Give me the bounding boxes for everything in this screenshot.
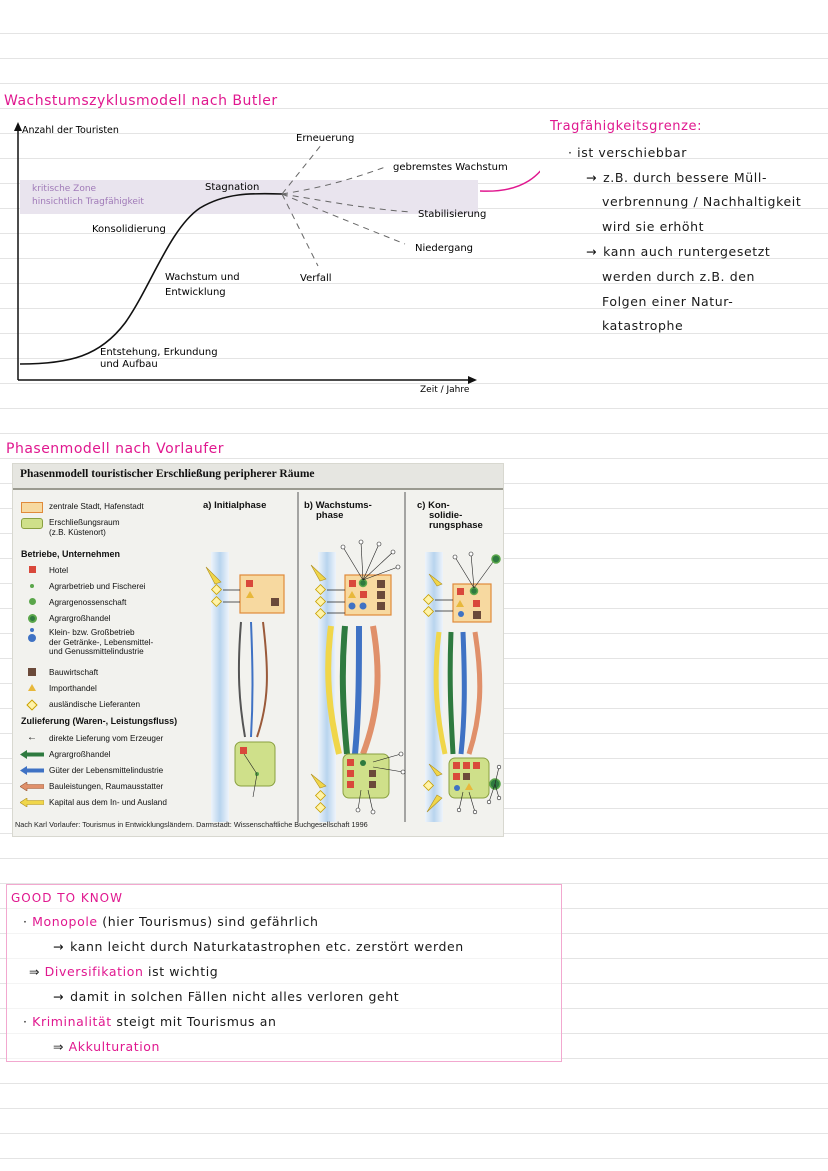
x-axis-arrowhead [468, 376, 477, 384]
diamond-icon [26, 699, 38, 711]
figure-source: Nach Karl Vorlaufer: Tourismus in Entwic… [15, 820, 368, 829]
gtk-line-1: · Monopole (hier Tourismus) sind gefährl… [23, 914, 319, 929]
small-blue-dot-icon [30, 628, 34, 632]
zone-label-line1: kritische Zone [32, 184, 97, 194]
legend-businesses-heading: Betriebe, Unternehmen [21, 549, 121, 559]
note-line-5: →kann auch runtergesetzt [586, 244, 771, 259]
good-to-know-box: GOOD TO KNOW · Monopole (hier Tourismus)… [6, 884, 562, 1062]
arrow-icon: → [53, 989, 65, 1004]
outcome-decay: Verfall [300, 273, 332, 284]
legend-foreign-suppliers: ausländische Lieferanten [19, 699, 140, 711]
note-line-8: katastrophe [602, 318, 684, 333]
gtk-line-3: ⇒ Diversifikation ist wichtig [29, 964, 219, 979]
note-line-6: werden durch z.B. den [602, 269, 756, 284]
legend-construction: Bauwirtschaft [19, 668, 98, 677]
y-axis-arrowhead [14, 122, 22, 131]
butler-section-title: Wachstumszyklusmodell nach Butler [4, 93, 278, 109]
arrow-icon: → [586, 170, 598, 185]
wholesale-node-c [491, 554, 501, 564]
legend-construction-services: Bauleistungen, Raumausstatter [19, 782, 163, 791]
arrow-icon: → [53, 939, 65, 954]
arrow-icon: → [586, 244, 598, 259]
pink-connector-arrow [479, 170, 540, 192]
outcome-stabilization: Stabilisierung [418, 209, 486, 220]
phase-growth-line2: Entwicklung [165, 287, 226, 298]
area-swatch-icon [21, 518, 43, 529]
decline-line [281, 193, 406, 245]
outcome-renewal: Erneuerung [296, 133, 354, 144]
legend-food-goods: Güter der Lebensmittelindustrie [19, 766, 163, 775]
phase-emergence-line1: Entstehung, Erkundung [100, 347, 218, 358]
vorlaufer-section-title: Phasenmodell nach Vorlaufer [6, 441, 225, 457]
decay-line [281, 193, 319, 267]
legend-hotel: Hotel [19, 566, 68, 575]
zone-label-line2: hinsichtlich Tragfähigkeit [32, 197, 144, 207]
note-line-4: wird sie erhöht [602, 219, 705, 234]
phase-consolidation: Konsolidierung [92, 224, 166, 235]
figure-title: Phasenmodell touristischer Erschließung … [20, 468, 315, 480]
legend-wholesale-flow: Agrargroßhandel [19, 750, 110, 759]
yellow-arrow-icon [20, 798, 44, 807]
y-axis-label: Anzahl der Touristen [22, 125, 119, 136]
blue-dot-icon [28, 634, 36, 642]
butler-cycle-chart: Anzahl der Touristen Zeit / Jahre kritis… [14, 122, 540, 395]
outcome-decline: Niedergang [415, 243, 473, 254]
panel-a-title: a) Initialphase [203, 500, 267, 511]
panel-b-diagram [310, 539, 406, 815]
phase-emergence-line2: und Aufbau [100, 359, 158, 370]
small-dot-icon [30, 584, 34, 588]
gtk-line-2: →kann leicht durch Naturkatastrophen etc… [53, 939, 464, 954]
note-line-1: · ist verschiebbar [568, 145, 687, 160]
legend-import-trade: Importhandel [19, 684, 97, 693]
orange-arrow-icon [20, 782, 44, 791]
panel-b-title: b) Wachstums-phase [304, 500, 372, 521]
green-arrow-icon [20, 750, 44, 759]
city-swatch-icon [21, 502, 43, 513]
panel-c-title: c) Kon-solidie-rungsphase [417, 500, 483, 531]
note-line-2: →z.B. durch bessere Müll- [586, 170, 768, 185]
legend-capital: Kapital aus dem In- und Ausland [19, 798, 167, 807]
growth-curve [19, 192, 283, 365]
coast-band-a [211, 552, 229, 822]
scenario-lines [281, 143, 411, 267]
dev-area-b [342, 753, 390, 799]
legend-supply-heading: Zulieferung (Waren-, Leistungsfluss) [21, 716, 178, 726]
gtk-line-4: →damit in solchen Fällen nicht alles ver… [53, 989, 400, 1004]
carrying-capacity-title: Tragfähigkeitsgrenze: [550, 119, 703, 134]
gtk-line-6: ⇒ Akkulturation [53, 1039, 161, 1054]
legend-agri-wholesale: Agrargroßhandel [19, 614, 110, 623]
phase-diagrams [205, 492, 502, 822]
phase-stagnation: Stagnation [205, 182, 259, 193]
panel-a-diagram [205, 566, 285, 798]
x-axis-label: Zeit / Jahre [420, 385, 470, 395]
vorlaufer-figure: Phasenmodell touristischer Erschließung … [12, 463, 504, 837]
note-line-3: verbrennung / Nachhaltigkeit [602, 194, 802, 209]
legend-agri-coop: Agrargenossenschaft [19, 598, 126, 607]
ringed-dot-icon [27, 614, 37, 623]
outcome-reduced-growth: gebremstes Wachstum [393, 162, 508, 173]
critical-zone-band [20, 180, 478, 214]
stabilization-line [281, 193, 411, 213]
thin-arrow-icon: ← [27, 732, 37, 743]
legend-development-area: Erschließungsraum(z.B. Küstenort) [19, 518, 120, 538]
note-line-7: Folgen einer Natur- [602, 294, 734, 309]
figure-header: Phasenmodell touristischer Erschließung … [13, 464, 503, 490]
phase-growth-line1: Wachstum und [165, 272, 240, 283]
triangle-icon [28, 684, 36, 691]
green-dot-icon [28, 598, 36, 605]
good-to-know-title: GOOD TO KNOW [11, 891, 123, 905]
legend-direct-supply: ←direkte Lieferung vom Erzeuger [27, 732, 164, 744]
legend-central-city: zentrale Stadt, Hafenstadt [19, 502, 144, 513]
brown-square-icon [28, 668, 36, 676]
legend-agri-fishery: Agrarbetrieb und Fischerei [19, 582, 145, 591]
hotel-square-icon [28, 566, 36, 573]
reduced-growth-line [281, 165, 389, 195]
panel-c-diagram [422, 551, 502, 815]
blue-arrow-icon [20, 766, 44, 775]
gtk-line-5: · Kriminalität steigt mit Tourismus an [23, 1014, 277, 1029]
